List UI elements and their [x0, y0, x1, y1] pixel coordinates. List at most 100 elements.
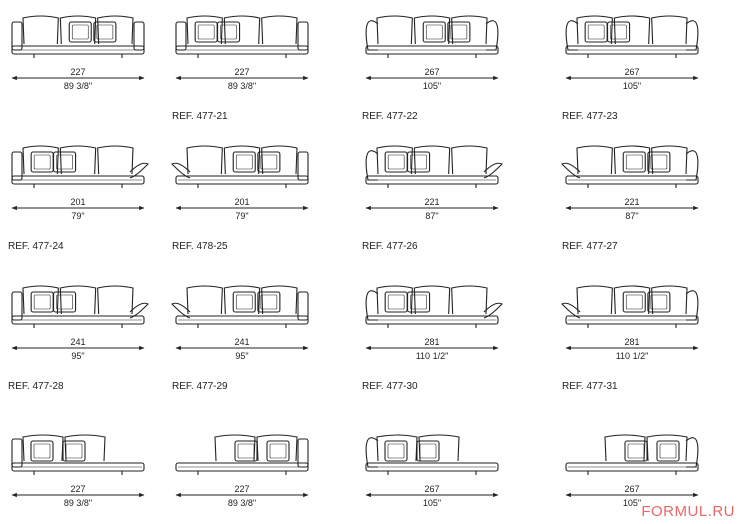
model-reference: REF. 478-25 — [172, 241, 228, 252]
sofa-tile: 281 110 1/2" REF. 477-30 — [362, 285, 503, 392]
scatter-cushion-inner — [387, 154, 405, 170]
seat-base — [11, 315, 145, 325]
width-inches: 105" — [423, 498, 441, 508]
seat-base — [175, 175, 309, 185]
scatter-cushion-inner — [625, 294, 643, 310]
width-inches: 110 1/2" — [616, 351, 649, 361]
scatter-cushion — [68, 21, 92, 43]
arm-square — [133, 21, 145, 51]
arm-rolled — [685, 20, 699, 51]
arm-flared — [561, 302, 581, 319]
back-cushion — [97, 145, 134, 175]
back-cushion — [451, 145, 488, 175]
seat-base — [565, 45, 699, 55]
back-cushion — [413, 285, 451, 315]
back-cushion — [576, 15, 613, 45]
back-cushion — [613, 145, 651, 175]
scatter-cushion — [62, 440, 86, 462]
back-cushion — [256, 434, 298, 462]
model-reference: REF. 477-27 — [562, 241, 618, 252]
back-cushion — [64, 434, 106, 462]
sofa-tile: 267 105" REF. 477-22 — [362, 15, 499, 122]
width-inches: 79" — [71, 211, 84, 221]
scatter-cushion — [624, 440, 648, 462]
width-cm: 227 — [234, 67, 249, 77]
width-inches: 87" — [625, 211, 638, 221]
sofa-drawing — [365, 285, 503, 328]
width-cm: 267 — [624, 484, 639, 494]
model-reference: REF. 477-30 — [362, 381, 418, 392]
scatter-cushion — [422, 21, 446, 43]
back-cushion — [59, 285, 97, 315]
sofa-drawing — [365, 15, 499, 58]
arm-rolled — [685, 437, 699, 468]
arm-flared — [129, 162, 149, 179]
scatter-cushion-inner — [220, 24, 237, 40]
scatter-cushion-inner — [625, 154, 643, 170]
scatter-cushion — [407, 151, 431, 173]
scatter-cushion-inner — [71, 24, 89, 40]
scatter-cushion-inner — [419, 443, 437, 459]
scatter-cushion — [53, 291, 77, 313]
width-cm: 281 — [624, 337, 639, 347]
scatter-cushion-inner — [235, 294, 253, 310]
model-reference: REF. 477-29 — [172, 381, 228, 392]
sofa-drawing — [171, 145, 309, 188]
back-cushion — [22, 285, 59, 315]
watermark: FORMUL.RU — [641, 503, 735, 520]
back-cushion — [376, 285, 413, 315]
scatter-cushion-inner — [587, 24, 605, 40]
scatter-cushion-inner — [269, 443, 287, 459]
sofa-tile: 221 87" REF. 477-27 — [561, 145, 699, 252]
back-cushion — [22, 145, 59, 175]
model-reference: REF. 477-24 — [8, 241, 64, 252]
model-reference: REF. 477-22 — [362, 111, 418, 122]
width-inches: 89 3/8" — [228, 498, 256, 508]
model-reference: REF. 477-21 — [172, 111, 228, 122]
back-cushion — [223, 285, 261, 315]
sofa-tile: 267 105" — [365, 434, 499, 508]
sofa-drawing — [11, 15, 145, 58]
arm-square — [11, 291, 23, 321]
width-inches: 95" — [235, 351, 248, 361]
width-cm: 267 — [424, 67, 439, 77]
scatter-cushion — [416, 440, 440, 462]
arm-rolled — [485, 20, 499, 51]
width-cm: 267 — [424, 484, 439, 494]
width-inches: 110 1/2" — [416, 351, 449, 361]
back-cushion — [261, 285, 298, 315]
back-cushion — [613, 285, 651, 315]
seat-base — [365, 462, 499, 472]
scatter-cushion — [93, 21, 117, 43]
width-cm: 221 — [424, 197, 439, 207]
back-cushion — [261, 15, 298, 45]
scatter-cushion — [257, 151, 281, 173]
back-cushion — [59, 15, 97, 45]
width-cm: 221 — [624, 197, 639, 207]
seat-base — [175, 45, 309, 55]
back-cushion — [413, 15, 451, 45]
seat-base — [175, 315, 309, 325]
arm-square — [11, 21, 23, 51]
width-inches: 87" — [425, 211, 438, 221]
scatter-cushion — [656, 440, 680, 462]
width-cm: 227 — [70, 67, 85, 77]
seat-base — [365, 315, 499, 325]
width-cm: 227 — [234, 484, 249, 494]
arm-flared — [129, 302, 149, 319]
width-inches: 105" — [423, 81, 441, 91]
scatter-cushion — [266, 440, 290, 462]
sofa-drawing — [171, 285, 309, 328]
back-cushion — [214, 434, 256, 462]
arm-square — [297, 438, 309, 468]
width-cm: 281 — [424, 337, 439, 347]
sofa-drawing — [11, 434, 145, 475]
back-cushion — [576, 285, 613, 315]
